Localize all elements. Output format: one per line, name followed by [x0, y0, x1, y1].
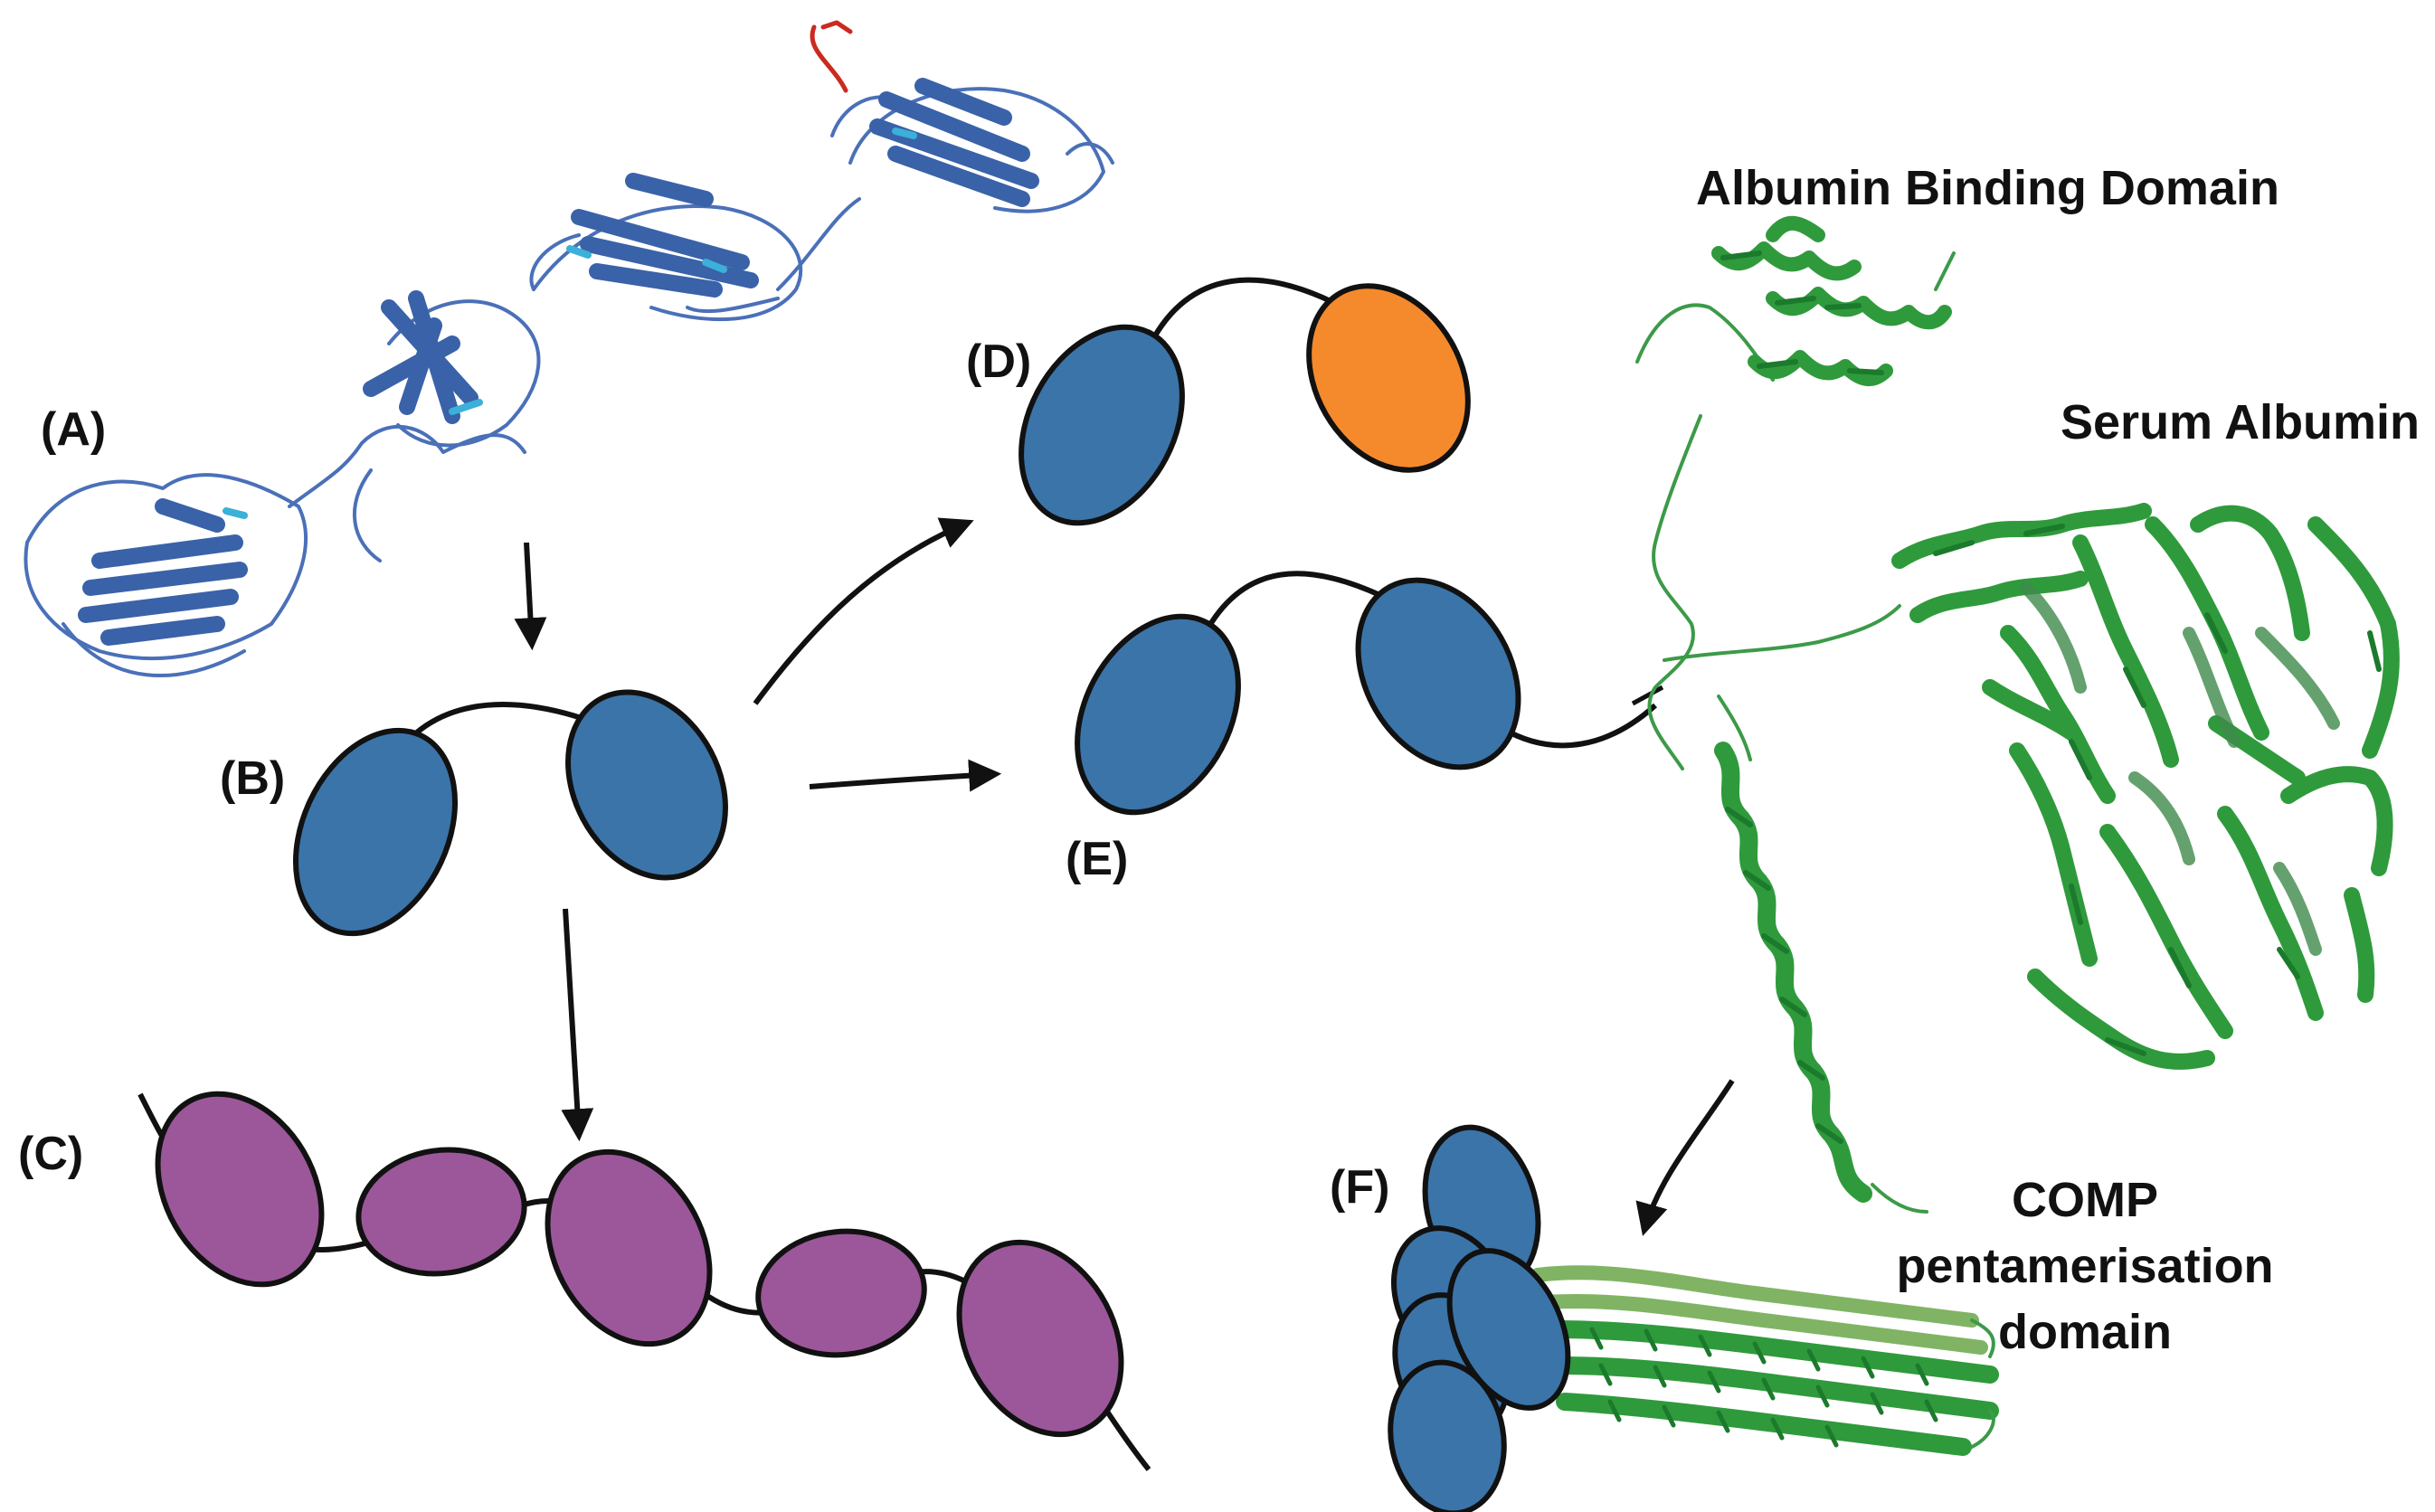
panel-f-domain-4: [1388, 1359, 1507, 1512]
serum-albumin-structure: [1663, 503, 2400, 1070]
panel-d-domain-blue: [1019, 324, 1185, 526]
arrow-b-to-c: [561, 908, 594, 1142]
panel-b-diagram: [293, 689, 728, 937]
comp-pentamer-bundle: [1530, 1265, 1999, 1456]
comp-label-line-3: domain: [1998, 1305, 2172, 1359]
albumin-binding-domain-structure: [1635, 215, 1956, 770]
panel-label-b: (B): [220, 752, 285, 805]
panel-e-diagram: [1075, 571, 1664, 816]
panel-label-d: (D): [966, 335, 1031, 388]
panel-c-domain-5: [956, 1239, 1124, 1438]
arrow-b-to-e: [809, 759, 1002, 792]
albumin-binding-domain-label: Albumin Binding Domain: [1696, 161, 2279, 215]
panel-b-domain-2: [565, 689, 728, 881]
panel-c-diagram: [137, 1091, 1151, 1471]
panel-b-domain-1: [293, 727, 458, 937]
panel-c-domain-3: [545, 1148, 713, 1347]
panel-a-protein-structure: [24, 20, 1114, 678]
panel-e-domain-2: [1355, 577, 1521, 770]
panel-label-e: (E): [1066, 833, 1128, 885]
panel-c-domain-4: [755, 1228, 927, 1358]
panel-d-diagram: [1019, 277, 1471, 526]
arrow-b-to-d: [753, 517, 974, 705]
panel-label-f: (F): [1330, 1161, 1389, 1214]
comp-label-line-2: pentamerisation: [1896, 1239, 2273, 1293]
panel-label-c: (C): [18, 1128, 83, 1180]
panel-c-domain-2: [355, 1147, 527, 1277]
arrows: [514, 517, 1735, 1236]
panel-d-domain-orange: [1306, 283, 1471, 473]
comp-long-helix: [1714, 695, 1928, 1214]
panel-e-domain-1: [1075, 613, 1241, 816]
panel-label-a: (A): [41, 403, 106, 456]
arrow-to-f: [1635, 1079, 1735, 1236]
serum-albumin-label: Serum Albumin: [2061, 395, 2420, 449]
comp-label-line-1: COMP: [2012, 1173, 2158, 1227]
panel-c-domain-1: [155, 1091, 325, 1288]
panel-f-domain-5: [1446, 1248, 1571, 1411]
arrow-a-to-b: [514, 542, 547, 651]
panel-f-diagram: [1388, 1124, 1999, 1512]
